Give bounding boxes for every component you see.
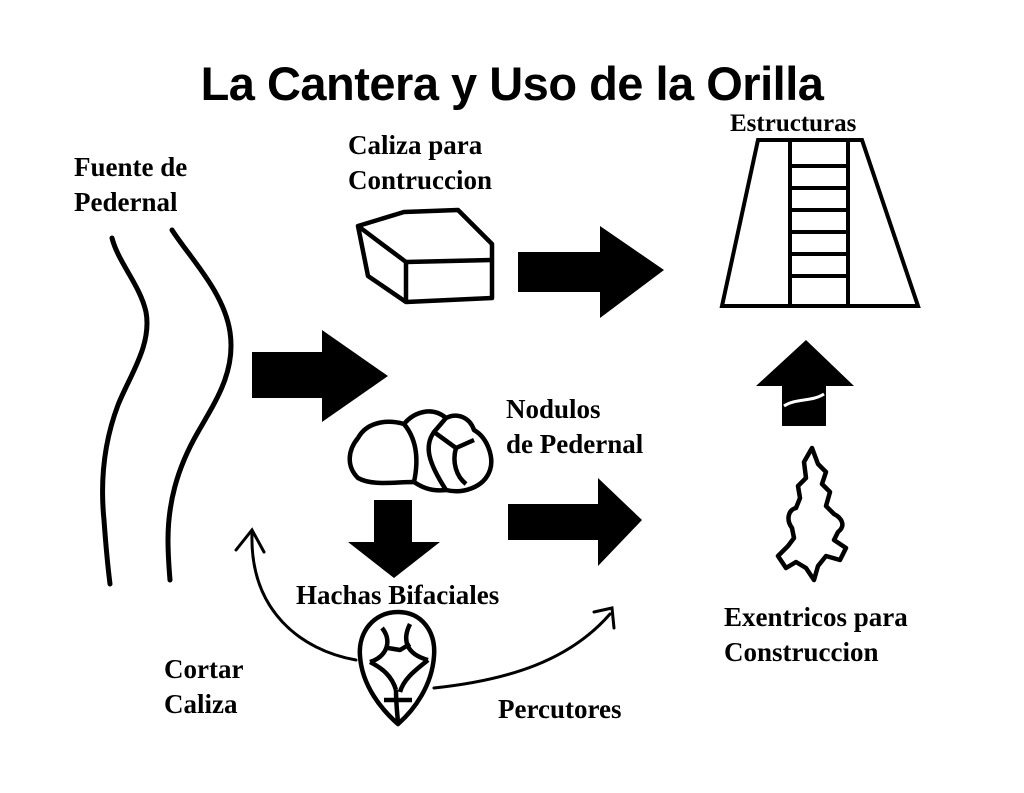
label-caliza-construccion: Caliza para Contruccion — [348, 128, 492, 198]
label-cortar-caliza: Cortar Caliza — [164, 652, 243, 722]
label-line: Exentricos para — [724, 602, 908, 632]
pyramid-structure-icon — [719, 138, 921, 308]
label-line: Caliza — [164, 689, 238, 719]
label-percutores: Percutores — [498, 694, 622, 724]
arrow-biface-to-cortar — [234, 527, 358, 662]
biface-axe-icon — [357, 609, 437, 727]
page-title: La Cantera y Uso de la Orilla — [200, 57, 824, 110]
arrow-nodules-to-eccentrics — [508, 478, 642, 566]
label-line: Contruccion — [348, 165, 492, 195]
label-excentricos-construccion: Exentricos para Construccion — [724, 600, 908, 670]
label-fuente-de-pedernal: Fuente de Pedernal — [74, 150, 187, 220]
arrow-nodules-to-bifaces — [348, 500, 440, 578]
limestone-block-icon — [355, 207, 495, 305]
label-hachas-bifaciales: Hachas Bifaciales — [296, 580, 500, 610]
arrow-biface-to-percutores — [432, 606, 616, 690]
label-line: Pedernal — [74, 187, 178, 217]
label-line: de Pedernal — [506, 429, 644, 459]
arrow-eccentrics-to-structure — [756, 340, 854, 426]
label-line: Nodulos — [506, 394, 601, 424]
label-line: Construccion — [724, 637, 879, 667]
flint-nodules-icon — [347, 409, 494, 494]
label-line: Fuente de — [74, 152, 188, 182]
label-estructuras: Estructuras — [730, 110, 857, 137]
arrow-block-to-structure — [518, 226, 664, 318]
label-line: Cortar — [164, 654, 244, 684]
arrow-river-to-nodules — [252, 330, 388, 422]
river-banks-icon — [100, 227, 234, 587]
eccentric-flint-icon — [775, 445, 849, 583]
label-nodulos-de-pedernal: Nodulos de Pedernal — [506, 392, 643, 462]
label-line: Caliza para — [348, 130, 483, 160]
